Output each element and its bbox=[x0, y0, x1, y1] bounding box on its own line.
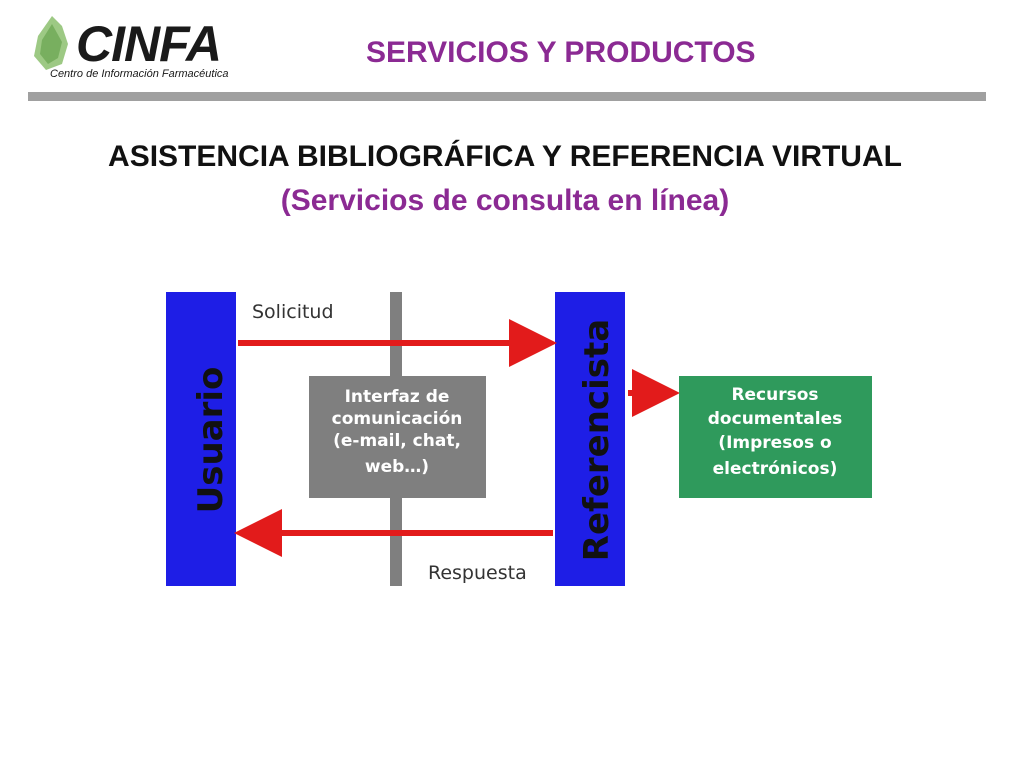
logo-wordmark: CINFA bbox=[76, 16, 222, 72]
slide-subtitle: (Servicios de consulta en línea) bbox=[280, 184, 730, 217]
recursos-line-1: Recursos bbox=[731, 385, 818, 405]
recursos-line-4: electrónicos) bbox=[713, 459, 838, 479]
header-title: SERVICIOS Y PRODUCTOS bbox=[366, 36, 756, 69]
cinfa-logo: CINFA Centro de Información Farmacéutica bbox=[32, 14, 232, 84]
referencista-label: Referencista bbox=[577, 319, 617, 561]
recursos-box bbox=[679, 376, 872, 498]
interfaz-line-3: (e-mail, chat, bbox=[333, 431, 461, 451]
usuario-label: Usuario bbox=[191, 367, 231, 514]
header-divider bbox=[28, 92, 986, 101]
recursos-line-3: (Impresos o bbox=[718, 433, 831, 453]
respuesta-label: Respuesta bbox=[428, 562, 527, 584]
interfaz-box bbox=[309, 376, 486, 498]
slide-title: ASISTENCIA BIBLIOGRÁFICA Y REFERENCIA VI… bbox=[108, 140, 902, 173]
solicitud-label: Solicitud bbox=[252, 301, 334, 323]
usuario-bar bbox=[166, 292, 236, 586]
referencista-bar bbox=[555, 292, 625, 586]
recursos-line-2: documentales bbox=[708, 409, 842, 429]
logo-tagline: Centro de Información Farmacéutica bbox=[50, 68, 229, 80]
logo-leaf-icon bbox=[34, 16, 68, 70]
interfaz-line-4: web…) bbox=[365, 457, 429, 477]
interfaz-line-2: comunicación bbox=[332, 409, 463, 429]
interfaz-line-1: Interfaz de bbox=[345, 387, 450, 407]
